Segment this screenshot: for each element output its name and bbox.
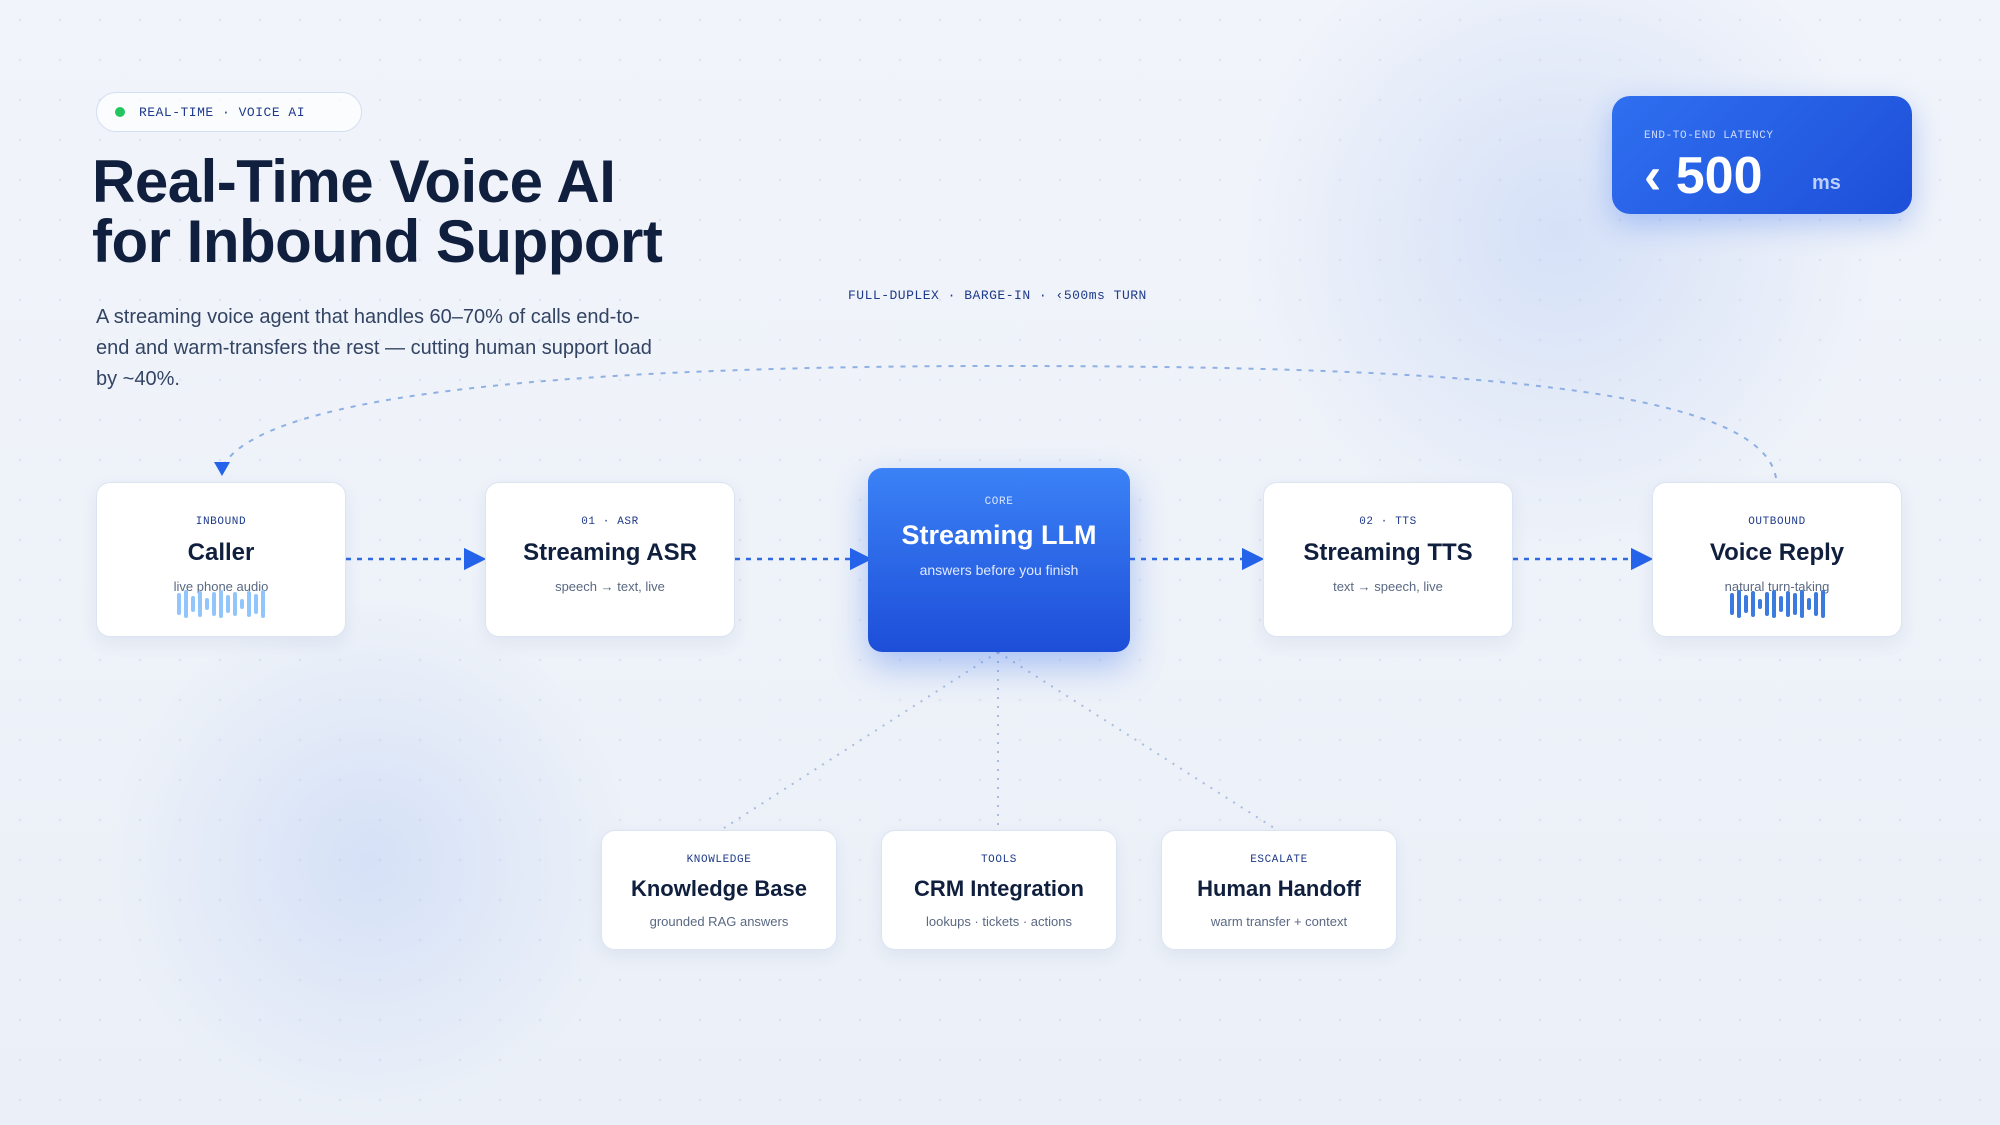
waveform-bar: [219, 590, 223, 618]
link-llm-to-handoff: [997, 651, 1275, 829]
crm-title: CRM Integration: [914, 876, 1084, 901]
caller-card: INBOUND Caller live phone audio: [96, 482, 346, 637]
title-line-1: Real-Time Voice AI: [92, 148, 616, 215]
latency-value: ‹ 500: [1644, 147, 1763, 205]
waveform-bar: [191, 596, 195, 612]
waveform-bar: [1820, 590, 1825, 618]
waveform-bar: [226, 595, 230, 613]
waveform-bar: [1813, 592, 1818, 616]
feedback-loop-arc: [221, 364, 1777, 479]
caller-title: Caller: [187, 539, 255, 566]
waveform-bar: [1785, 591, 1790, 617]
asr-kicker: 01 · ASR: [581, 516, 639, 528]
crm-integration-card: TOOLS CRM Integration lookups · tickets …: [881, 830, 1117, 950]
waveform-bar: [205, 598, 209, 610]
waveform-bar: [1806, 598, 1811, 610]
handoff-title: Human Handoff: [1197, 876, 1361, 901]
waveform-bar: [1736, 590, 1741, 618]
crm-desc: lookups · tickets · actions: [926, 914, 1072, 929]
tts-title: Streaming TTS: [1303, 539, 1473, 566]
handoff-desc: warm transfer + context: [1210, 914, 1348, 929]
caller-desc: live phone audio: [173, 579, 269, 594]
llm-kicker: CORE: [984, 496, 1014, 508]
waveform-bar: [1771, 590, 1776, 618]
human-handoff-card: ESCALATE Human Handoff warm transfer + c…: [1161, 830, 1397, 950]
waveform-bar: [1799, 590, 1804, 618]
reply-kicker: OUTBOUND: [1748, 516, 1806, 528]
waveform-bar: [184, 590, 188, 618]
asr-desc: speech → text, live: [555, 579, 665, 594]
tts-card: 02 · TTS Streaming TTS text → speech, li…: [1263, 482, 1513, 637]
latency-card: END-TO-END LATENCY ‹ 500 ms: [1612, 96, 1912, 214]
knowledge-title: Knowledge Base: [630, 876, 808, 901]
tts-desc: text → speech, live: [1333, 579, 1443, 594]
link-llm-to-knowledge: [723, 651, 999, 829]
crm-kicker: TOOLS: [980, 854, 1017, 866]
waveform-bar: [1792, 593, 1797, 615]
waveform-bar: [240, 599, 244, 609]
knowledge-kicker: KNOWLEDGE: [686, 854, 752, 866]
waveform-bar: [1757, 599, 1762, 609]
waveform-bar: [1750, 591, 1755, 617]
waveform-bar: [198, 591, 202, 617]
knowledge-desc: grounded RAG answers: [649, 914, 789, 929]
handoff-kicker: ESCALATE: [1250, 854, 1308, 866]
waveform-bar: [177, 593, 181, 615]
waveform-bar: [1778, 596, 1783, 612]
page-subtitle: A streaming voice agent that handles 60–…: [96, 306, 652, 390]
outbound-waveform-icon: [1653, 589, 1901, 619]
category-badge: REAL-TIME · VOICE AI: [96, 92, 362, 132]
asr-card: 01 · ASR Streaming ASR speech → text, li…: [485, 482, 735, 637]
caller-kicker: INBOUND: [195, 516, 247, 528]
tts-kicker: 02 · TTS: [1359, 516, 1417, 528]
waveform-bar: [233, 592, 237, 616]
waveform-bar: [261, 590, 265, 618]
llm-core-card: CORE Streaming LLM answers before you fi…: [868, 468, 1130, 652]
asr-title: Streaming ASR: [523, 539, 697, 566]
pipeline-tagline: FULL-DUPLEX · BARGE-IN · ‹500ms TURN: [848, 288, 1147, 303]
waveform-bar: [1743, 595, 1748, 613]
reply-title: Voice Reply: [1709, 539, 1845, 566]
title-line-2: for Inbound Support: [92, 208, 663, 275]
llm-title: Streaming LLM: [901, 520, 1097, 550]
inbound-waveform-icon: [97, 589, 345, 619]
badge-label: REAL-TIME · VOICE AI: [139, 104, 306, 120]
waveform-bar: [1764, 592, 1769, 616]
knowledge-base-card: KNOWLEDGE Knowledge Base grounded RAG an…: [601, 830, 837, 950]
latency-unit: ms: [1812, 172, 1841, 194]
page-title: Real-Time Voice AI for Inbound Support: [92, 148, 663, 275]
waveform-bar: [254, 594, 258, 614]
feedback-loop-arrowhead: [214, 462, 230, 476]
waveform-bar: [212, 592, 216, 616]
waveform-bar: [247, 591, 251, 617]
latency-label: END-TO-END LATENCY: [1644, 130, 1774, 142]
live-status-dot: [115, 107, 125, 117]
llm-desc: answers before you finish: [919, 562, 1079, 578]
waveform-bar: [1729, 593, 1734, 615]
voice-reply-card: OUTBOUND Voice Reply natural turn-taking: [1652, 482, 1902, 637]
